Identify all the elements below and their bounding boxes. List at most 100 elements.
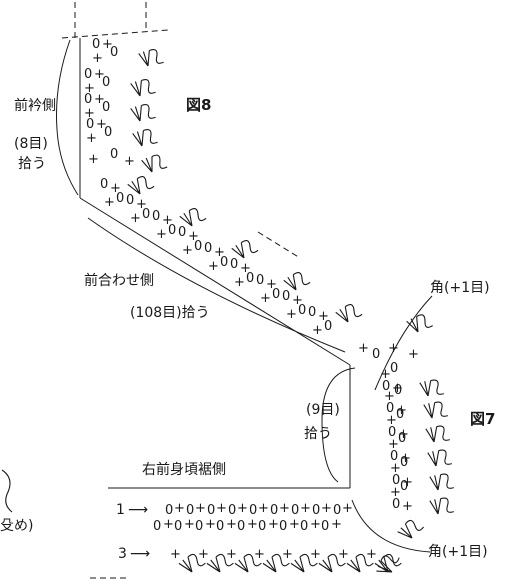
chain-stitch: 0 [92, 37, 100, 52]
single-crochet-stitch: + [182, 243, 193, 258]
single-crochet-stitch: + [110, 181, 121, 196]
double-crochet-fan-icon [283, 272, 311, 291]
single-crochet-stitch: + [237, 501, 248, 516]
single-crochet-stitch: + [388, 341, 399, 356]
single-crochet-stitch: + [96, 117, 107, 132]
chain-stitch: 0 [279, 519, 287, 534]
chain-stitch: 0 [312, 503, 320, 518]
left-cut-symbol [1, 469, 13, 513]
row1-arrow: ⟶ [128, 502, 148, 518]
single-crochet-stitch: + [390, 485, 401, 500]
single-crochet-stitch: + [216, 501, 227, 516]
single-crochet-stitch: + [388, 437, 399, 452]
chain-stitch: 0 [396, 407, 404, 422]
double-crochet-fan-icon [262, 553, 290, 573]
chain-stitch: 0 [249, 503, 257, 518]
chain-stitch: 0 [270, 503, 278, 518]
chain-stitch: 0 [216, 519, 224, 534]
chain-stitch: 0 [220, 255, 228, 270]
single-crochet-stitch: + [390, 461, 401, 476]
chain-stitch: 0 [102, 75, 110, 90]
chain-stitch: 0 [84, 92, 92, 107]
front-closing-edge-line [79, 197, 351, 366]
chain-stitch: 0 [174, 519, 182, 534]
row3-arrow: ⟶ [130, 546, 150, 562]
single-crochet-stitch: + [94, 92, 105, 107]
single-crochet-stitch: + [289, 517, 300, 532]
single-crochet-stitch: + [260, 291, 271, 306]
chain-stitch: 0 [228, 503, 236, 518]
corner-bottom-leader [351, 499, 431, 553]
chain-stitch: 0 [126, 193, 134, 208]
chain-stitch: 0 [298, 303, 306, 318]
single-crochet-stitch: + [184, 517, 195, 532]
single-crochet-stitch: + [310, 517, 321, 532]
double-crochet-fan-icon [132, 129, 158, 147]
chain-stitch: 0 [321, 519, 329, 534]
chain-stitch: 0 [110, 45, 118, 60]
single-crochet-stitch: + [226, 547, 237, 562]
chain-stitch: 0 [84, 67, 92, 82]
double-crochet-fan-icon [130, 104, 156, 122]
chain-stitch: 0 [400, 455, 408, 470]
single-crochet-stitch: + [84, 106, 95, 121]
single-crochet-stitch: + [366, 547, 377, 562]
chain-stitch: 0 [291, 503, 299, 518]
single-crochet-stitch: + [408, 347, 419, 362]
corner-bottom-label: 角(+1目) [428, 544, 488, 560]
single-crochet-stitch: + [342, 501, 353, 516]
single-crochet-stitch: + [312, 323, 323, 338]
single-crochet-stitch: + [92, 51, 103, 66]
single-crochet-stitch: + [163, 517, 174, 532]
single-crochet-stitch: + [402, 475, 413, 490]
figure8-label: 図8 [186, 96, 211, 114]
single-crochet-stitch: + [86, 131, 97, 146]
structure-lines [56, 2, 433, 579]
single-crochet-stitch: + [170, 547, 181, 562]
front-collar-pickup: 拾う [18, 156, 46, 172]
chain-stitch: 0 [390, 449, 398, 464]
single-crochet-stitch: + [130, 211, 141, 226]
double-crochet-fan-icon [425, 425, 451, 443]
chain-stitch: 0 [392, 473, 400, 488]
chain-stitch: 0 [116, 191, 124, 206]
double-crochet-fan-icon [318, 553, 346, 573]
chain-stitch: 0 [178, 225, 186, 240]
single-crochet-stitch: + [156, 227, 167, 242]
chain-stitch: 0 [194, 239, 202, 254]
single-crochet-stitch: + [84, 81, 95, 96]
chain-stitch: 0 [398, 431, 406, 446]
single-crochet-stitch: + [124, 154, 135, 169]
chain-stitch: 0 [390, 361, 398, 376]
double-crochet-fan-icon [406, 314, 433, 333]
chain-stitch: 0 [272, 287, 280, 302]
right-front-hem-side-label: 右前身頃裾側 [142, 461, 226, 478]
single-crochet-stitch: + [286, 307, 297, 322]
single-crochet-stitch: + [195, 501, 206, 516]
single-crochet-stitch: + [234, 275, 245, 290]
hem-bracket [321, 367, 356, 483]
double-crochet-fan-icon [397, 519, 425, 539]
chain-stitch: 0 [324, 319, 332, 334]
single-crochet-stitch: + [338, 547, 349, 562]
double-crochet-fan-icon [290, 553, 318, 573]
chain-stitch: 0 [394, 383, 402, 398]
chain-stitch: 0 [86, 117, 94, 132]
chain-stitch: 0 [372, 347, 380, 362]
single-crochet-stitch: + [88, 152, 99, 167]
single-crochet-stitch: + [321, 501, 332, 516]
double-crochet-fan-icon [427, 449, 453, 467]
single-crochet-stitch: + [205, 517, 216, 532]
closing-bracket [87, 217, 346, 353]
single-crochet-stitch: + [402, 499, 413, 514]
double-crochet-fan-icon [429, 497, 455, 515]
double-crochet-fan-icon [231, 240, 259, 259]
single-crochet-stitch: + [258, 501, 269, 516]
chain-stitch: 0 [165, 503, 173, 518]
chain-stitch: 0 [333, 503, 341, 518]
chain-stitch: 0 [308, 305, 316, 320]
single-crochet-stitch: + [198, 547, 209, 562]
single-crochet-stitch: + [266, 277, 277, 292]
